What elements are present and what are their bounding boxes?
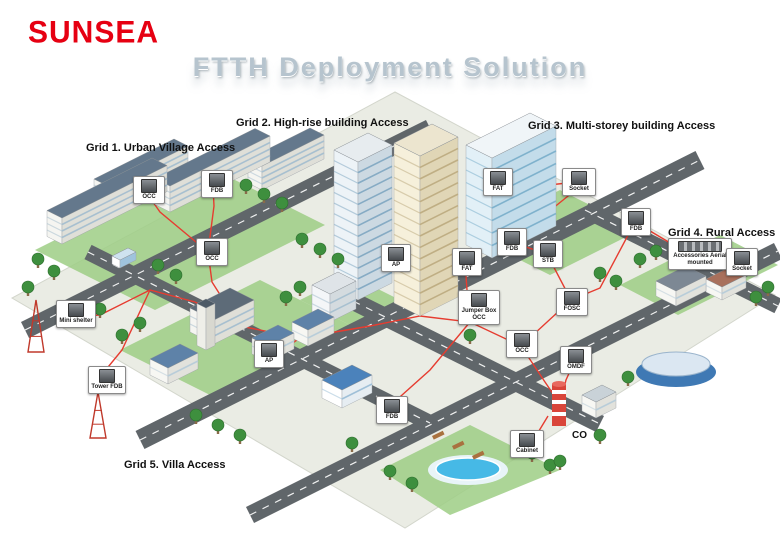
callout-socket-rural: Socket [726, 248, 758, 276]
callout-occ-village-road: OCC [196, 238, 228, 266]
co-label: CO [572, 430, 587, 441]
grid-5-label: Grid 5. Villa Access [124, 459, 226, 471]
cabinet-icon [209, 173, 225, 187]
cabinet-icon [99, 369, 115, 383]
cabinet-icon [141, 179, 157, 193]
callout-fat-multistorey: FAT [483, 168, 513, 196]
cabinet-icon [628, 211, 644, 225]
callout-socket-multistorey: Socket [562, 168, 596, 196]
callout-fdb-village: FDB [201, 170, 233, 198]
cabinet-icon [490, 171, 506, 185]
closure-icon [564, 291, 580, 305]
socket-icon [571, 171, 587, 185]
shelter-icon [68, 303, 84, 317]
callout-fat-highrise: FAT [452, 248, 482, 276]
cabinet-icon [519, 433, 535, 447]
callout-jumper-box-occ: Jumper Box OCC [458, 290, 500, 325]
page-title: FTTH Deployment Solution [192, 52, 588, 82]
grid-2-label: Grid 2. High-rise building Access [236, 117, 409, 129]
callout-tower-fdb: Tower FDB [88, 366, 126, 394]
callout-ap-villa: AP [254, 340, 284, 368]
hardware-accessories-icon [678, 241, 722, 252]
company-logo: SUNSEA [28, 15, 160, 50]
cabinet-icon [471, 293, 487, 307]
rack-icon [568, 349, 584, 363]
cabinet-icon [514, 333, 530, 347]
cabinet-icon [459, 251, 475, 265]
callout-omdf: OMDF [560, 346, 592, 374]
callout-mini-shelter: Mini shelter [56, 300, 96, 328]
cabinet-icon [540, 243, 556, 257]
callout-occ-center: OCC [506, 330, 538, 358]
callout-cabinet: Cabinet [510, 430, 544, 458]
cabinet-icon [388, 247, 404, 261]
grid-4-label: Grid 4. Rural Access [668, 227, 776, 239]
cabinet-icon [261, 343, 277, 357]
callout-fosc: FOSC [556, 288, 588, 316]
cabinet-icon [204, 241, 220, 255]
callout-fdb-rural: FDB [621, 208, 651, 236]
callout-fdb-multistorey: FDB [497, 228, 527, 256]
socket-icon [734, 251, 750, 265]
callout-stb: STB [533, 240, 563, 268]
grid-3-label: Grid 3. Multi-storey building Access [528, 120, 716, 132]
cabinet-icon [504, 231, 520, 245]
callout-ap-highrise: AP [381, 244, 411, 272]
callout-fdb-center: FDB [376, 396, 408, 424]
cabinet-icon [384, 399, 400, 413]
callout-occ-village: OCC [133, 176, 165, 204]
callout-accessories-aerial: Accessories Aerial mounted [668, 238, 732, 270]
grid-1-label: Grid 1. Urban Village Access [86, 142, 236, 154]
